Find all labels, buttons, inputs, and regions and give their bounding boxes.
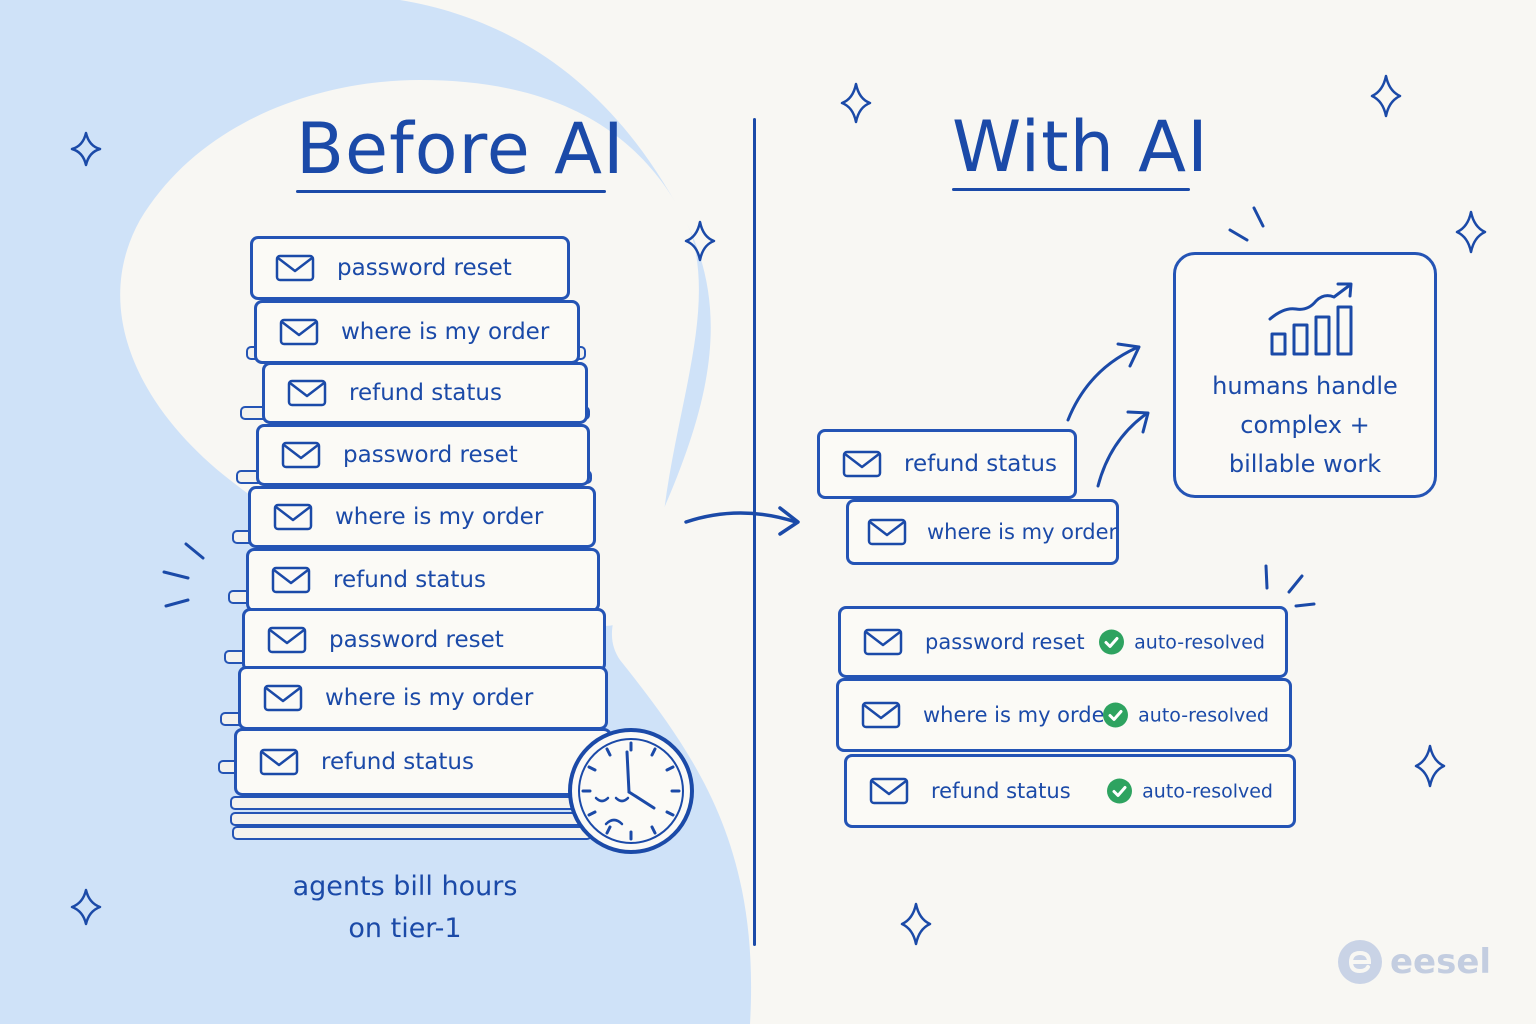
resolved-status: auto-resolved (1103, 702, 1269, 728)
sparkle-icon (840, 82, 872, 124)
envelope-icon (842, 450, 882, 478)
sparkle-icon (70, 131, 102, 167)
ticket-label: password reset (337, 255, 512, 281)
check-icon (1099, 629, 1125, 655)
ticket-card: where is my order (248, 486, 596, 548)
page-edge (232, 826, 592, 840)
resolved-status: auto-resolved (1107, 778, 1273, 804)
escalated-ticket: refund status (817, 429, 1077, 499)
arrow-icon (684, 511, 798, 524)
eesel-logo-wordmark: eesel (1390, 942, 1492, 982)
ticket-card: refund status (262, 362, 588, 424)
arrow-icon (1066, 346, 1138, 422)
before-caption-line1: agents bill hours (292, 871, 518, 902)
arrow-icon (1096, 412, 1148, 488)
ticket-label: refund status (931, 779, 1071, 803)
ticket-label: refund status (333, 567, 486, 593)
resolved-status-label: auto-resolved (1138, 704, 1269, 726)
check-icon (1103, 702, 1129, 728)
resolved-ticket: password reset auto-resolved (838, 606, 1288, 678)
ticket-label: where is my order (923, 703, 1114, 727)
envelope-icon (863, 628, 903, 656)
page-edge (230, 796, 590, 810)
resolved-ticket: refund status auto-resolved (844, 754, 1296, 828)
envelope-icon (267, 626, 307, 654)
eesel-logo: eesel (1338, 940, 1491, 984)
motion-lines (162, 206, 1316, 608)
ticket-label: where is my order (335, 504, 544, 530)
envelope-icon (279, 318, 319, 346)
envelope-icon (259, 748, 299, 776)
envelope-icon (281, 441, 321, 469)
before-caption: agents bill hours on tier-1 (255, 866, 555, 950)
before-caption-line2: on tier-1 (348, 913, 462, 944)
before-title-underline (296, 190, 606, 193)
resolved-ticket: where is my order auto-resolved (836, 678, 1292, 752)
humans-box: humans handle complex + billable work (1173, 252, 1437, 498)
with-title: With AI (952, 106, 1209, 188)
ticket-label: where is my order (325, 685, 534, 711)
ticket-label: password reset (925, 630, 1085, 654)
envelope-icon (275, 254, 315, 282)
ticket-label: password reset (329, 627, 504, 653)
ticket-card: refund status (246, 548, 600, 612)
resolved-status-label: auto-resolved (1142, 780, 1273, 802)
ticket-card: where is my order (254, 300, 580, 364)
ticket-card: where is my order (238, 666, 608, 730)
ticket-card: password reset (242, 608, 606, 672)
eesel-logo-mark (1338, 940, 1382, 984)
envelope-icon (287, 379, 327, 407)
humans-line1: humans handle (1212, 372, 1398, 400)
ticket-label: refund status (349, 380, 502, 406)
arrow-head (1116, 342, 1141, 368)
bar-chart-icon (1268, 282, 1353, 356)
ticket-label: where is my order (927, 520, 1118, 544)
ticket-label: where is my order (341, 319, 550, 345)
resolved-status: auto-resolved (1099, 629, 1265, 655)
ticket-card: password reset (250, 236, 570, 300)
with-title-underline (952, 188, 1190, 191)
ticket-label: password reset (343, 442, 518, 468)
humans-line2: complex + (1240, 411, 1370, 439)
humans-line3: billable work (1228, 450, 1382, 478)
before-title: Before AI (296, 108, 625, 190)
ticket-label: refund status (321, 749, 474, 775)
envelope-icon (263, 684, 303, 712)
envelope-icon (861, 701, 901, 729)
ticket-card: password reset (256, 424, 590, 486)
center-divider (753, 118, 756, 946)
resolved-status-label: auto-resolved (1134, 631, 1265, 653)
escalated-ticket: where is my order (846, 499, 1119, 565)
arrow-head (1126, 410, 1150, 434)
sparkle-icon (1370, 74, 1402, 118)
sparkle-icon (900, 902, 932, 946)
sparkle-icon (684, 220, 716, 262)
envelope-icon (869, 777, 909, 805)
sparkle-icon (1455, 210, 1487, 254)
envelope-icon (867, 518, 907, 546)
sparkle-icon (1414, 744, 1446, 788)
page-edge (230, 812, 592, 826)
envelope-icon (273, 503, 313, 531)
ticket-label: refund status (904, 451, 1057, 477)
sparkle-icon (70, 888, 102, 926)
arrow-head (778, 506, 800, 536)
check-icon (1107, 778, 1133, 804)
ticket-card: refund status (234, 728, 612, 796)
envelope-icon (271, 566, 311, 594)
clock-icon (568, 728, 694, 854)
